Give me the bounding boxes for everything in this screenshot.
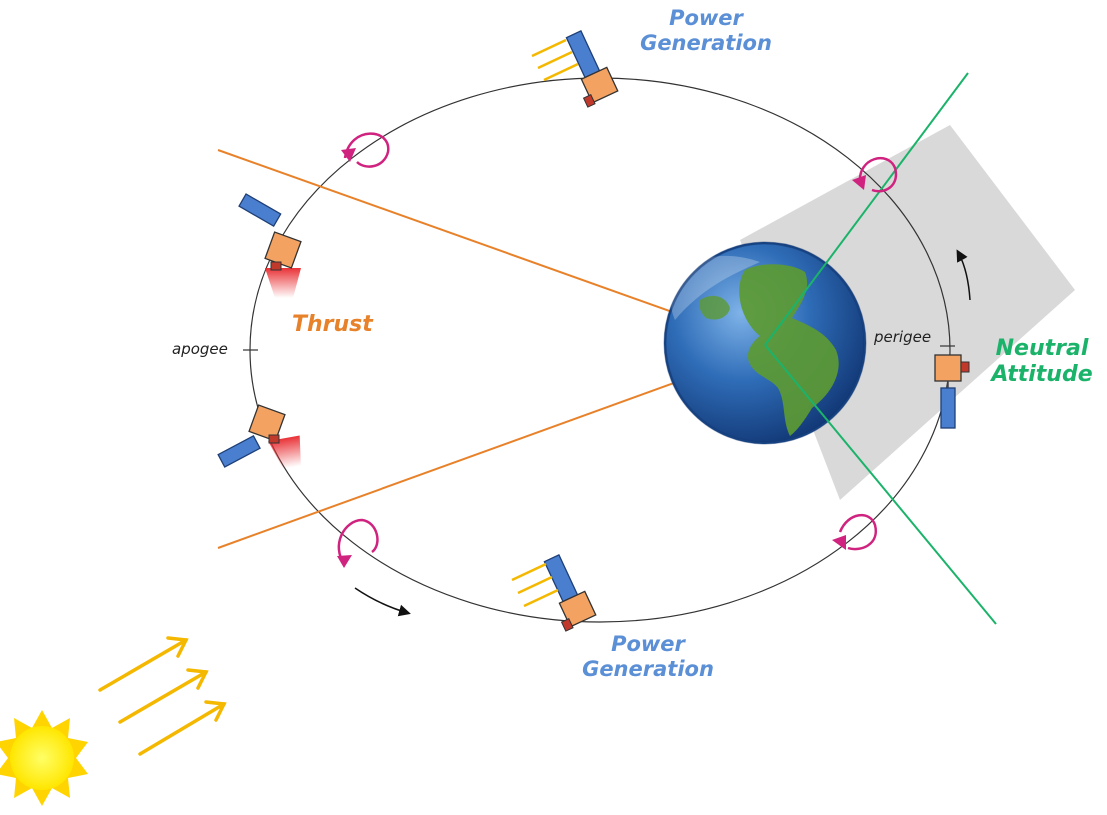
sunlight-arrowhead bbox=[186, 668, 209, 690]
power-top-line2: Generation bbox=[640, 31, 772, 56]
rotation-arrow-icon bbox=[858, 157, 898, 193]
rotation-arrowhead bbox=[832, 535, 846, 550]
sun-ray bbox=[531, 38, 567, 58]
sunlight-arrowhead bbox=[166, 636, 189, 658]
power-top-line1: Power bbox=[669, 6, 743, 30]
sunlight-arrow bbox=[118, 670, 208, 724]
perigee-label: perigee bbox=[874, 328, 932, 346]
rotation-arrow-icon bbox=[838, 514, 878, 551]
power-bottom-line2: Generation bbox=[582, 657, 714, 682]
neutral-line-upper bbox=[764, 72, 969, 346]
satellite-icon bbox=[217, 404, 301, 469]
neutral-line2: Attitude bbox=[991, 362, 1093, 388]
thrust-label: Thrust bbox=[292, 312, 373, 337]
orbit-direction-arrow-right bbox=[956, 249, 971, 301]
earth-icon bbox=[663, 241, 867, 445]
apogee-label: apogee bbox=[172, 340, 228, 358]
sun-ray bbox=[537, 50, 573, 70]
power-generation-label-top: Power Generation bbox=[636, 6, 776, 56]
sun-ray bbox=[543, 62, 579, 82]
sunlight-arrow bbox=[138, 702, 226, 756]
power-bottom-line1: Power bbox=[611, 632, 685, 656]
rotation-arrowhead bbox=[852, 175, 866, 190]
satellite-icon bbox=[565, 30, 619, 108]
sunlight-arrow bbox=[98, 638, 188, 692]
orbit-direction-arrow-bottom bbox=[354, 587, 411, 617]
rotation-arrow-icon bbox=[343, 132, 390, 168]
rotation-arrowhead bbox=[337, 555, 352, 568]
rotation-arrowhead bbox=[341, 148, 356, 162]
satellite-icon bbox=[543, 554, 597, 632]
sun-ray bbox=[511, 562, 547, 582]
sunlight-arrowhead bbox=[204, 700, 227, 722]
satellite-icon bbox=[934, 354, 970, 429]
neutral-line1: Neutral bbox=[995, 336, 1089, 361]
neutral-attitude-label: Neutral Attitude bbox=[990, 336, 1094, 389]
neutral-line-lower bbox=[764, 344, 997, 625]
satellite-icon bbox=[238, 193, 302, 298]
sun-ray bbox=[517, 575, 553, 595]
sun-ray bbox=[523, 588, 559, 608]
sun-icon bbox=[0, 710, 88, 806]
rotation-arrow-icon bbox=[337, 518, 379, 566]
power-generation-label-bottom: Power Generation bbox=[578, 632, 718, 682]
